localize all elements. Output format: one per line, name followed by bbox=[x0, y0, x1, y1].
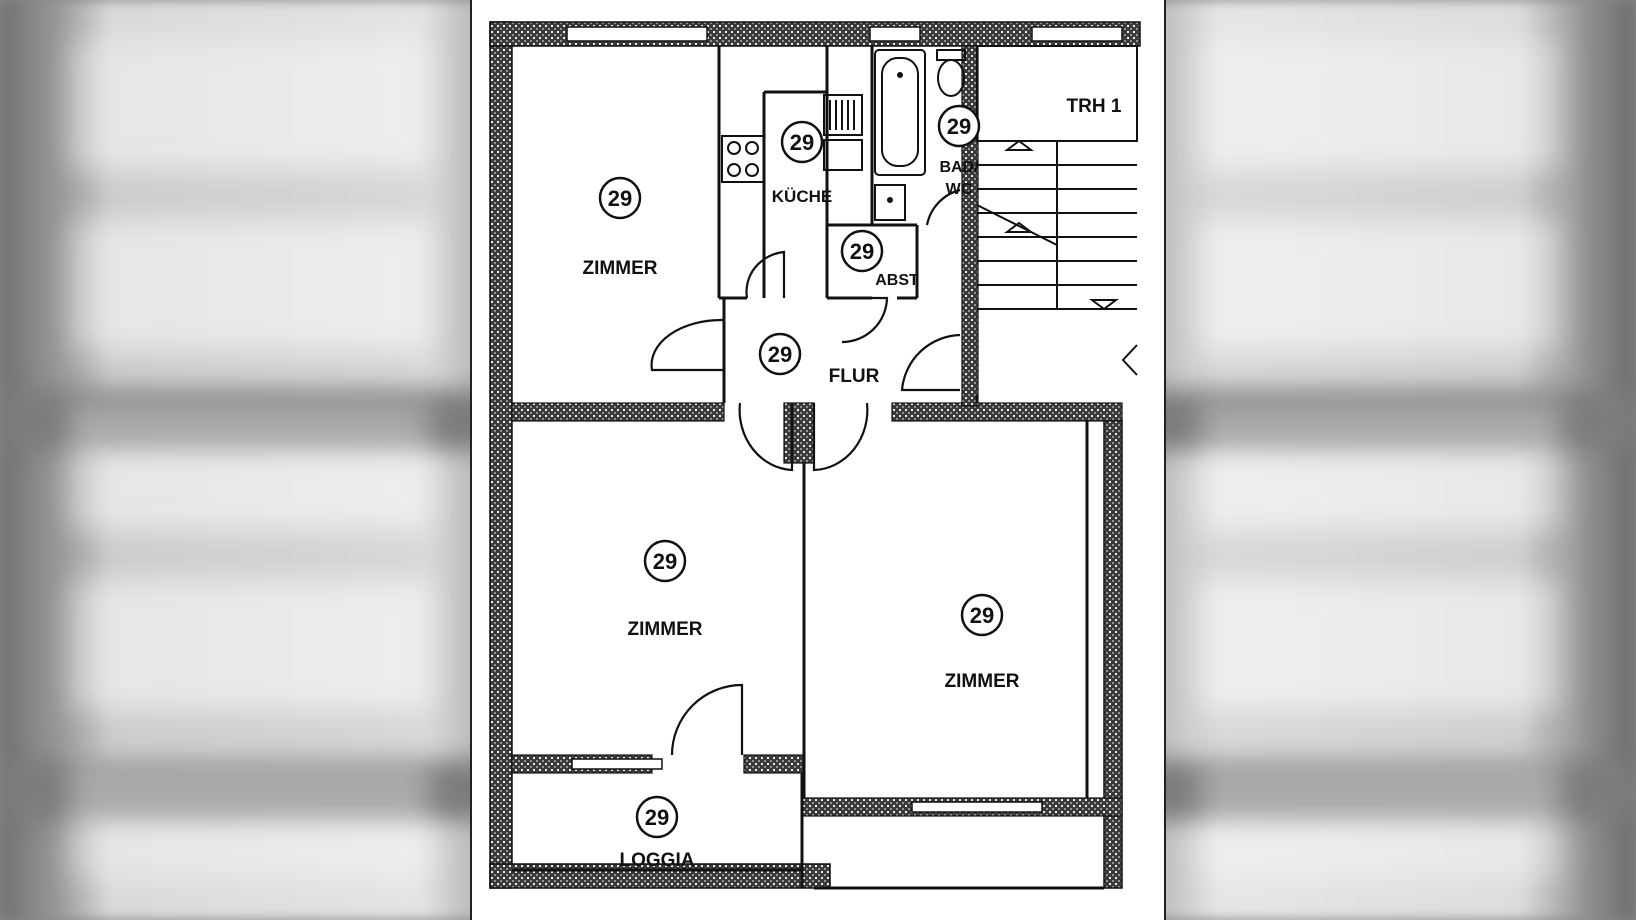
blurred-background-left bbox=[70, 40, 430, 880]
window-bottom bbox=[571, 758, 1043, 813]
room-number: 29 bbox=[608, 186, 632, 211]
room-number: 29 bbox=[970, 603, 994, 628]
room-abst: 29 ABST bbox=[840, 229, 919, 289]
room-zimmer-2: 29 ZIMMER bbox=[628, 539, 703, 640]
room-kueche: 29 KÜCHE bbox=[772, 120, 832, 206]
interior-walls bbox=[511, 45, 1123, 817]
room-number: 29 bbox=[947, 114, 971, 139]
top-windows bbox=[566, 26, 1123, 42]
room-loggia: 29 LOGGIA bbox=[620, 795, 695, 871]
room-label: KÜCHE bbox=[772, 187, 832, 206]
partitions bbox=[512, 46, 1104, 890]
room-number: 29 bbox=[768, 342, 792, 367]
room-label: ZIMMER bbox=[628, 619, 703, 640]
room-number: 29 bbox=[850, 239, 874, 264]
bathroom-fixtures bbox=[874, 49, 966, 221]
room-number: 29 bbox=[645, 805, 669, 830]
room-number: 29 bbox=[653, 549, 677, 574]
room-zimmer-3: 29 ZIMMER bbox=[945, 593, 1020, 692]
room-label: ZIMMER bbox=[945, 671, 1020, 692]
room-label-2: WC bbox=[946, 181, 973, 198]
room-bad-wc: 29 BAD/ WC bbox=[937, 104, 981, 198]
stair-label: TRH 1 bbox=[1067, 96, 1122, 117]
room-zimmer-1: 29 ZIMMER bbox=[583, 176, 658, 279]
floor-plan: 29 ZIMMER 29 KÜCHE 29 BAD/ WC 29 ABST 29… bbox=[489, 21, 1141, 890]
room-label: BAD/ bbox=[939, 159, 979, 176]
room-flur: 29 FLUR bbox=[758, 332, 880, 387]
stairwell bbox=[976, 45, 1138, 376]
kitchen-fixtures bbox=[721, 94, 863, 183]
stairwell-label: TRH 1 bbox=[1067, 96, 1122, 117]
blurred-background-right bbox=[1200, 40, 1560, 880]
room-label: LOGGIA bbox=[620, 850, 695, 871]
room-label: FLUR bbox=[829, 366, 880, 387]
door-swings bbox=[650, 188, 961, 756]
room-label: ZIMMER bbox=[583, 258, 658, 279]
floor-plan-sheet: 29 ZIMMER 29 KÜCHE 29 BAD/ WC 29 ABST 29… bbox=[470, 0, 1166, 920]
room-label: ABST bbox=[875, 272, 919, 289]
room-number: 29 bbox=[790, 130, 814, 155]
